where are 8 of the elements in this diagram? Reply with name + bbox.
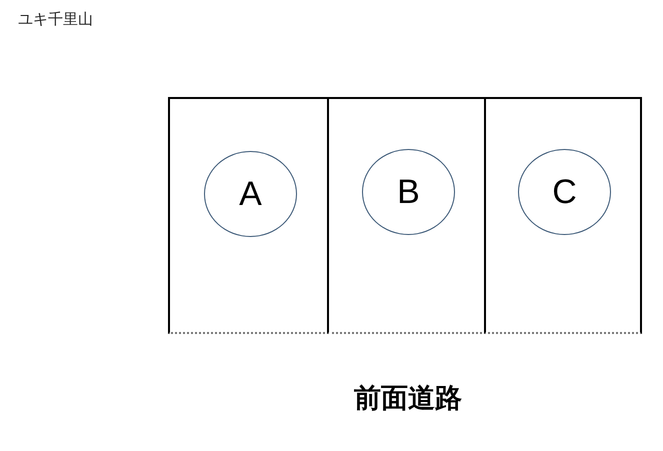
parking-space [327, 97, 486, 334]
road-label: 前面道路 [353, 382, 463, 416]
space-label-circle: A [204, 151, 297, 237]
parking-space [168, 97, 329, 334]
space-label-circle: C [518, 149, 611, 235]
parking-space [484, 97, 642, 334]
title: ユキ千里山 [18, 10, 93, 29]
space-label-circle: B [362, 149, 455, 235]
